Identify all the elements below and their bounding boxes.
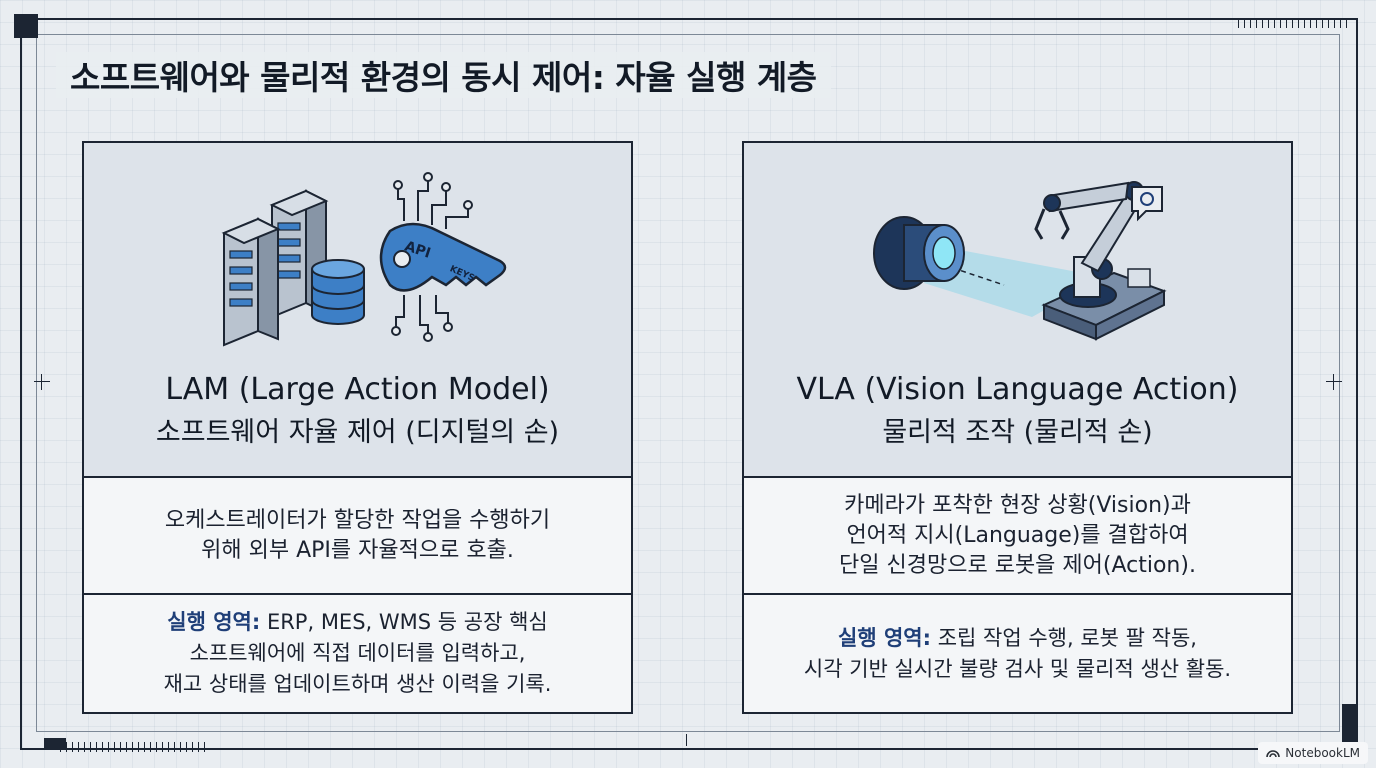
inner-frame: [36, 34, 1340, 732]
area-line: 실행 영역: ERP, MES, WMS 등 공장 핵심: [167, 607, 547, 638]
vla-description: 카메라가 포착한 현장 상황(Vision)과 언어적 지시(Language)…: [744, 478, 1291, 595]
lam-illustration: API KEYS: [221, 172, 507, 347]
hatch-mark: [60, 742, 210, 752]
description-line: 단일 신경망으로 로봇을 제어(Action).: [839, 552, 1196, 578]
area-text: 조립 작업 수행, 로봇 팔 작동,: [931, 625, 1197, 650]
corner-block: [1342, 704, 1356, 746]
area-line: 소프트웨어에 직접 데이터를 입력하고,: [189, 641, 526, 665]
crosshair-tick: [1333, 374, 1334, 390]
area-text: ERP, MES, WMS 등 공장 핵심: [260, 610, 548, 634]
area-label: 실행 영역:: [167, 610, 261, 634]
brand-badge: NotebookLM: [1258, 742, 1368, 764]
page-title: 소프트웨어와 물리적 환경의 동시 제어: 자율 실행 계층: [70, 58, 817, 97]
crosshair-tick: [686, 734, 687, 746]
server-rack-icon: [221, 217, 281, 347]
crosshair-tick: [1326, 381, 1342, 382]
camera-lens-icon: [873, 216, 965, 290]
lam-panel-header: API KEYS LAM (Large Action Model) 소프트웨어 …: [84, 143, 631, 478]
brand-label: NotebookLM: [1285, 746, 1360, 760]
hatch-mark: [1238, 18, 1348, 28]
area-line: 시각 기반 실시간 불량 검사 및 물리적 생산 활동.: [803, 656, 1232, 681]
vla-execution-area: 실행 영역: 조립 작업 수행, 로봇 팔 작동, 시각 기반 실시간 불량 검…: [744, 595, 1291, 712]
lam-description: 오케스트레이터가 할당한 작업을 수행하기 위해 외부 API를 자율적으로 호…: [84, 478, 631, 595]
description-line: 위해 외부 API를 자율적으로 호출.: [201, 537, 514, 563]
lam-panel: API KEYS LAM (Large Action Model) 소프트웨어 …: [82, 141, 633, 714]
chat-gear-icon: [1131, 186, 1163, 222]
description-line: 오케스트레이터가 할당한 작업을 수행하기: [164, 507, 551, 533]
description-line: 언어적 지시(Language)를 결합하여: [846, 522, 1189, 548]
api-label: API: [403, 238, 433, 261]
area-line: 재고 상태를 업데이트하며 생산 이력을 기록.: [163, 672, 552, 696]
title-box: 소프트웨어와 물리적 환경의 동시 제어: 자율 실행 계층: [56, 52, 831, 98]
lam-execution-area: 실행 영역: ERP, MES, WMS 등 공장 핵심 소프트웨어에 직접 데…: [84, 595, 631, 712]
vla-panel: VLA (Vision Language Action) 물리적 조작 (물리적…: [742, 141, 1293, 714]
circuit-lines-icon: [391, 172, 473, 342]
description-line: 카메라가 포착한 현장 상황(Vision)과: [844, 492, 1191, 518]
lam-model-title: LAM (Large Action Model): [165, 372, 550, 407]
robot-arm-icon: [1034, 181, 1167, 341]
database-icon: [311, 259, 365, 325]
notebooklm-logo-icon: [1266, 750, 1281, 758]
area-label: 실행 영역:: [838, 625, 932, 650]
crosshair-tick: [41, 374, 42, 390]
vla-panel-header: VLA (Vision Language Action) 물리적 조작 (물리적…: [744, 143, 1291, 478]
vla-model-title: VLA (Vision Language Action): [796, 372, 1239, 407]
crosshair-tick: [34, 381, 50, 382]
outer-frame: [20, 18, 1358, 750]
lam-model-subtitle: 소프트웨어 자율 제어 (디지털의 손): [155, 417, 560, 448]
vla-illustration: [873, 181, 1167, 341]
corner-block: [14, 14, 38, 38]
vla-model-subtitle: 물리적 조작 (물리적 손): [882, 417, 1153, 448]
api-keys-icon: API KEYS: [379, 222, 507, 292]
area-line: 실행 영역: 조립 작업 수행, 로봇 팔 작동,: [838, 623, 1197, 654]
